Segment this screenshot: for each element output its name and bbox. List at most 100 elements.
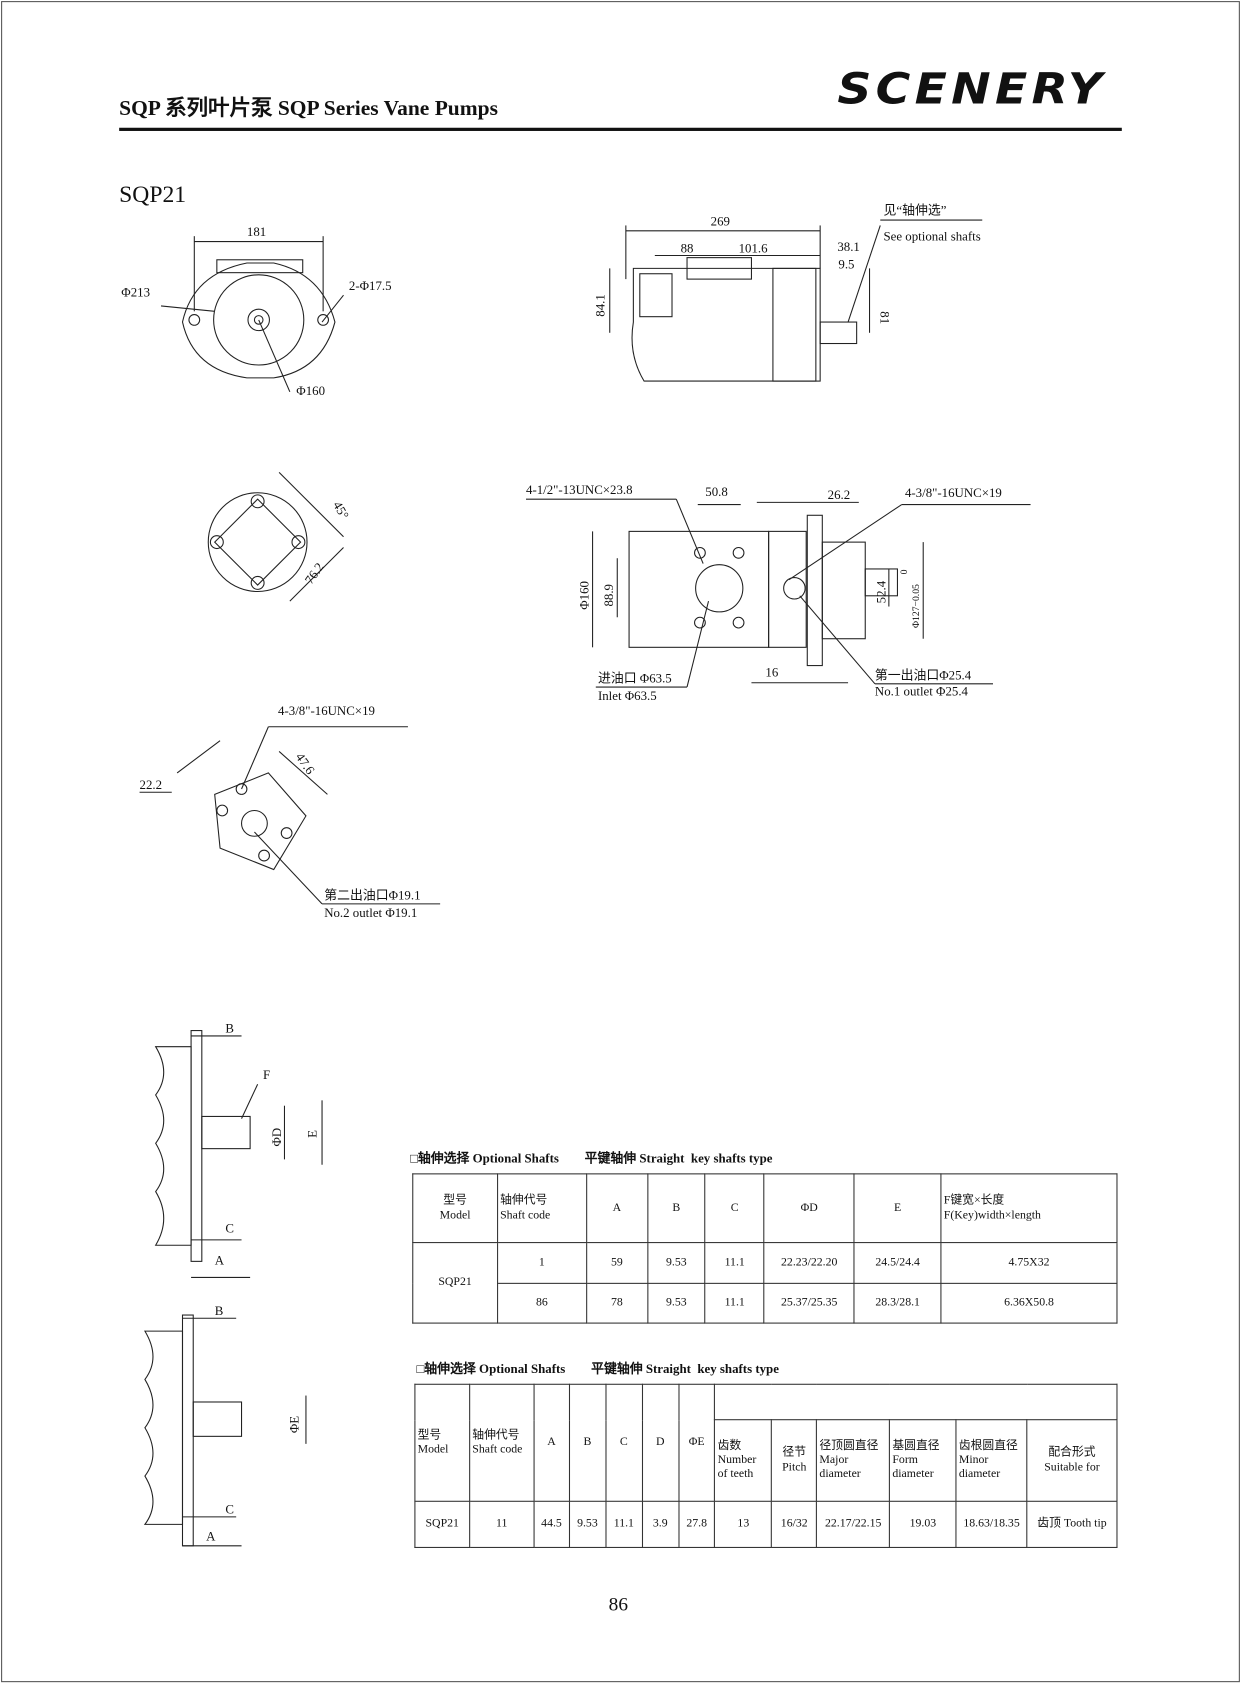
th-A: A bbox=[533, 1383, 570, 1502]
thread-callout-2: 4-3/8"-16UNC×19 bbox=[905, 486, 1002, 500]
label-F: F bbox=[263, 1068, 270, 1082]
dim-26-2: 26.2 bbox=[828, 488, 851, 502]
th: 径节 bbox=[782, 1446, 807, 1460]
th: 齿根圆直径 bbox=[958, 1439, 1018, 1453]
cell: 11 bbox=[469, 1500, 535, 1548]
th-shaft-en: Shaft code bbox=[472, 1442, 523, 1456]
th-model-en: Model bbox=[439, 1208, 471, 1222]
cell: 11.1 bbox=[704, 1282, 765, 1324]
dim-phi160: Φ160 bbox=[577, 581, 591, 610]
outlet2-en: No.2 outlet Φ19.1 bbox=[324, 906, 417, 920]
dim-76-2: 76.2 bbox=[302, 560, 326, 586]
outlet2-cn: 第二出油口Φ19.1 bbox=[324, 889, 420, 903]
dim-50-8: 50.8 bbox=[705, 485, 728, 499]
cell: 78 bbox=[585, 1282, 648, 1324]
dim-phi160: Φ160 bbox=[296, 384, 325, 398]
label-B: B bbox=[215, 1304, 224, 1318]
cell: 59 bbox=[585, 1242, 648, 1284]
cell: 27.8 bbox=[677, 1500, 716, 1548]
shaft-drawing-2: B ΦE C A bbox=[143, 1304, 307, 1547]
cell: 24.5/24.4 bbox=[853, 1242, 942, 1284]
cell-model: SQP21 bbox=[412, 1242, 498, 1324]
inlet-cn: 进油口 Φ63.5 bbox=[598, 672, 672, 686]
dim-22-2: 22.2 bbox=[140, 778, 163, 792]
dim-47-6: 47.6 bbox=[293, 751, 318, 778]
cell: 22.17/22.15 bbox=[816, 1500, 891, 1548]
cell: 1 bbox=[496, 1242, 587, 1284]
th: Pitch bbox=[782, 1460, 807, 1474]
dim-88: 88 bbox=[681, 241, 694, 255]
th-model-cn: 型号 bbox=[443, 1194, 467, 1207]
cell: 6.36X50.8 bbox=[940, 1282, 1118, 1324]
dim-81: 81 bbox=[877, 311, 891, 324]
th-B: B bbox=[568, 1383, 607, 1502]
th-B: B bbox=[646, 1173, 706, 1244]
cell: 44.5 bbox=[533, 1500, 570, 1548]
page-header-title: SQP 系列叶片泵 SQP Series Vane Pumps bbox=[119, 96, 498, 121]
note-en: See optional shafts bbox=[883, 229, 980, 243]
cell: 25.37/25.35 bbox=[763, 1282, 855, 1324]
th: 齿数 bbox=[717, 1439, 742, 1453]
cell: 9.53 bbox=[646, 1282, 706, 1324]
cell: 齿顶 Tooth tip bbox=[1026, 1500, 1118, 1548]
dim-38-1: 38.1 bbox=[837, 240, 860, 254]
th: Number bbox=[717, 1453, 757, 1467]
table1-title: □轴伸选择 Optional Shafts 平键轴伸 Straight key … bbox=[410, 1150, 773, 1166]
th: Form bbox=[892, 1453, 918, 1467]
th-A: A bbox=[585, 1173, 648, 1244]
th: Major bbox=[819, 1453, 849, 1467]
th: 基圆直径 bbox=[892, 1439, 940, 1453]
outlet2-view: 4-3/8"-16UNC×19 22.2 47.6 第二出油口Φ19.1 No.… bbox=[139, 704, 441, 920]
cell: 16/32 bbox=[771, 1500, 818, 1548]
dim-52-4: 52.4 bbox=[875, 580, 889, 603]
spline-group-header bbox=[714, 1383, 1118, 1421]
cell: 9.53 bbox=[646, 1242, 706, 1284]
tol-zero: 0 bbox=[899, 569, 910, 574]
dim-phi213: Φ213 bbox=[121, 285, 150, 299]
th-phiD: ΦD bbox=[763, 1173, 855, 1244]
label-C: C bbox=[225, 1221, 234, 1235]
cell: 28.3/28.1 bbox=[853, 1282, 942, 1324]
label-A: A bbox=[206, 1529, 216, 1543]
cell: 13 bbox=[714, 1500, 773, 1548]
label-C: C bbox=[225, 1503, 234, 1517]
cell: 3.9 bbox=[641, 1500, 680, 1548]
dim-16: 16 bbox=[765, 665, 778, 679]
cell: 22.23/22.20 bbox=[763, 1242, 855, 1284]
dim-9-5: 9.5 bbox=[838, 257, 854, 271]
th-E: E bbox=[853, 1173, 942, 1244]
dim-84-1: 84.1 bbox=[593, 294, 607, 317]
cell: SQP21 bbox=[414, 1500, 471, 1548]
dim-101-6: 101.6 bbox=[739, 241, 769, 255]
th-model-cn: 型号 bbox=[417, 1428, 442, 1442]
th: Minor bbox=[958, 1453, 989, 1467]
th-key-en: F(Key)width×length bbox=[943, 1208, 1041, 1222]
th-shaft-en: Shaft code bbox=[500, 1208, 551, 1222]
th-D: D bbox=[641, 1383, 680, 1502]
th-C: C bbox=[605, 1383, 643, 1502]
model-title: SQP21 bbox=[119, 180, 187, 208]
th: diameter bbox=[892, 1467, 934, 1481]
outlet1-cn: 第一出油口Φ25.4 bbox=[875, 669, 972, 683]
th: of teeth bbox=[717, 1467, 754, 1481]
th-key-cn: F键宽×长度 bbox=[943, 1194, 1005, 1207]
note-cn: 见“轴伸选” bbox=[883, 204, 946, 218]
scenery-logo: SCENERY bbox=[837, 65, 1107, 115]
th-C: C bbox=[704, 1173, 765, 1244]
page-number: 86 bbox=[608, 1593, 628, 1615]
th: diameter bbox=[819, 1467, 861, 1481]
label-phiE: ΦE bbox=[287, 1416, 301, 1433]
thread-callout-1: 4-1/2"-13UNC×23.8 bbox=[526, 483, 633, 497]
cell: 18.63/18.35 bbox=[955, 1500, 1028, 1548]
label-A: A bbox=[215, 1254, 225, 1268]
dim-45deg: 45° bbox=[330, 499, 351, 522]
